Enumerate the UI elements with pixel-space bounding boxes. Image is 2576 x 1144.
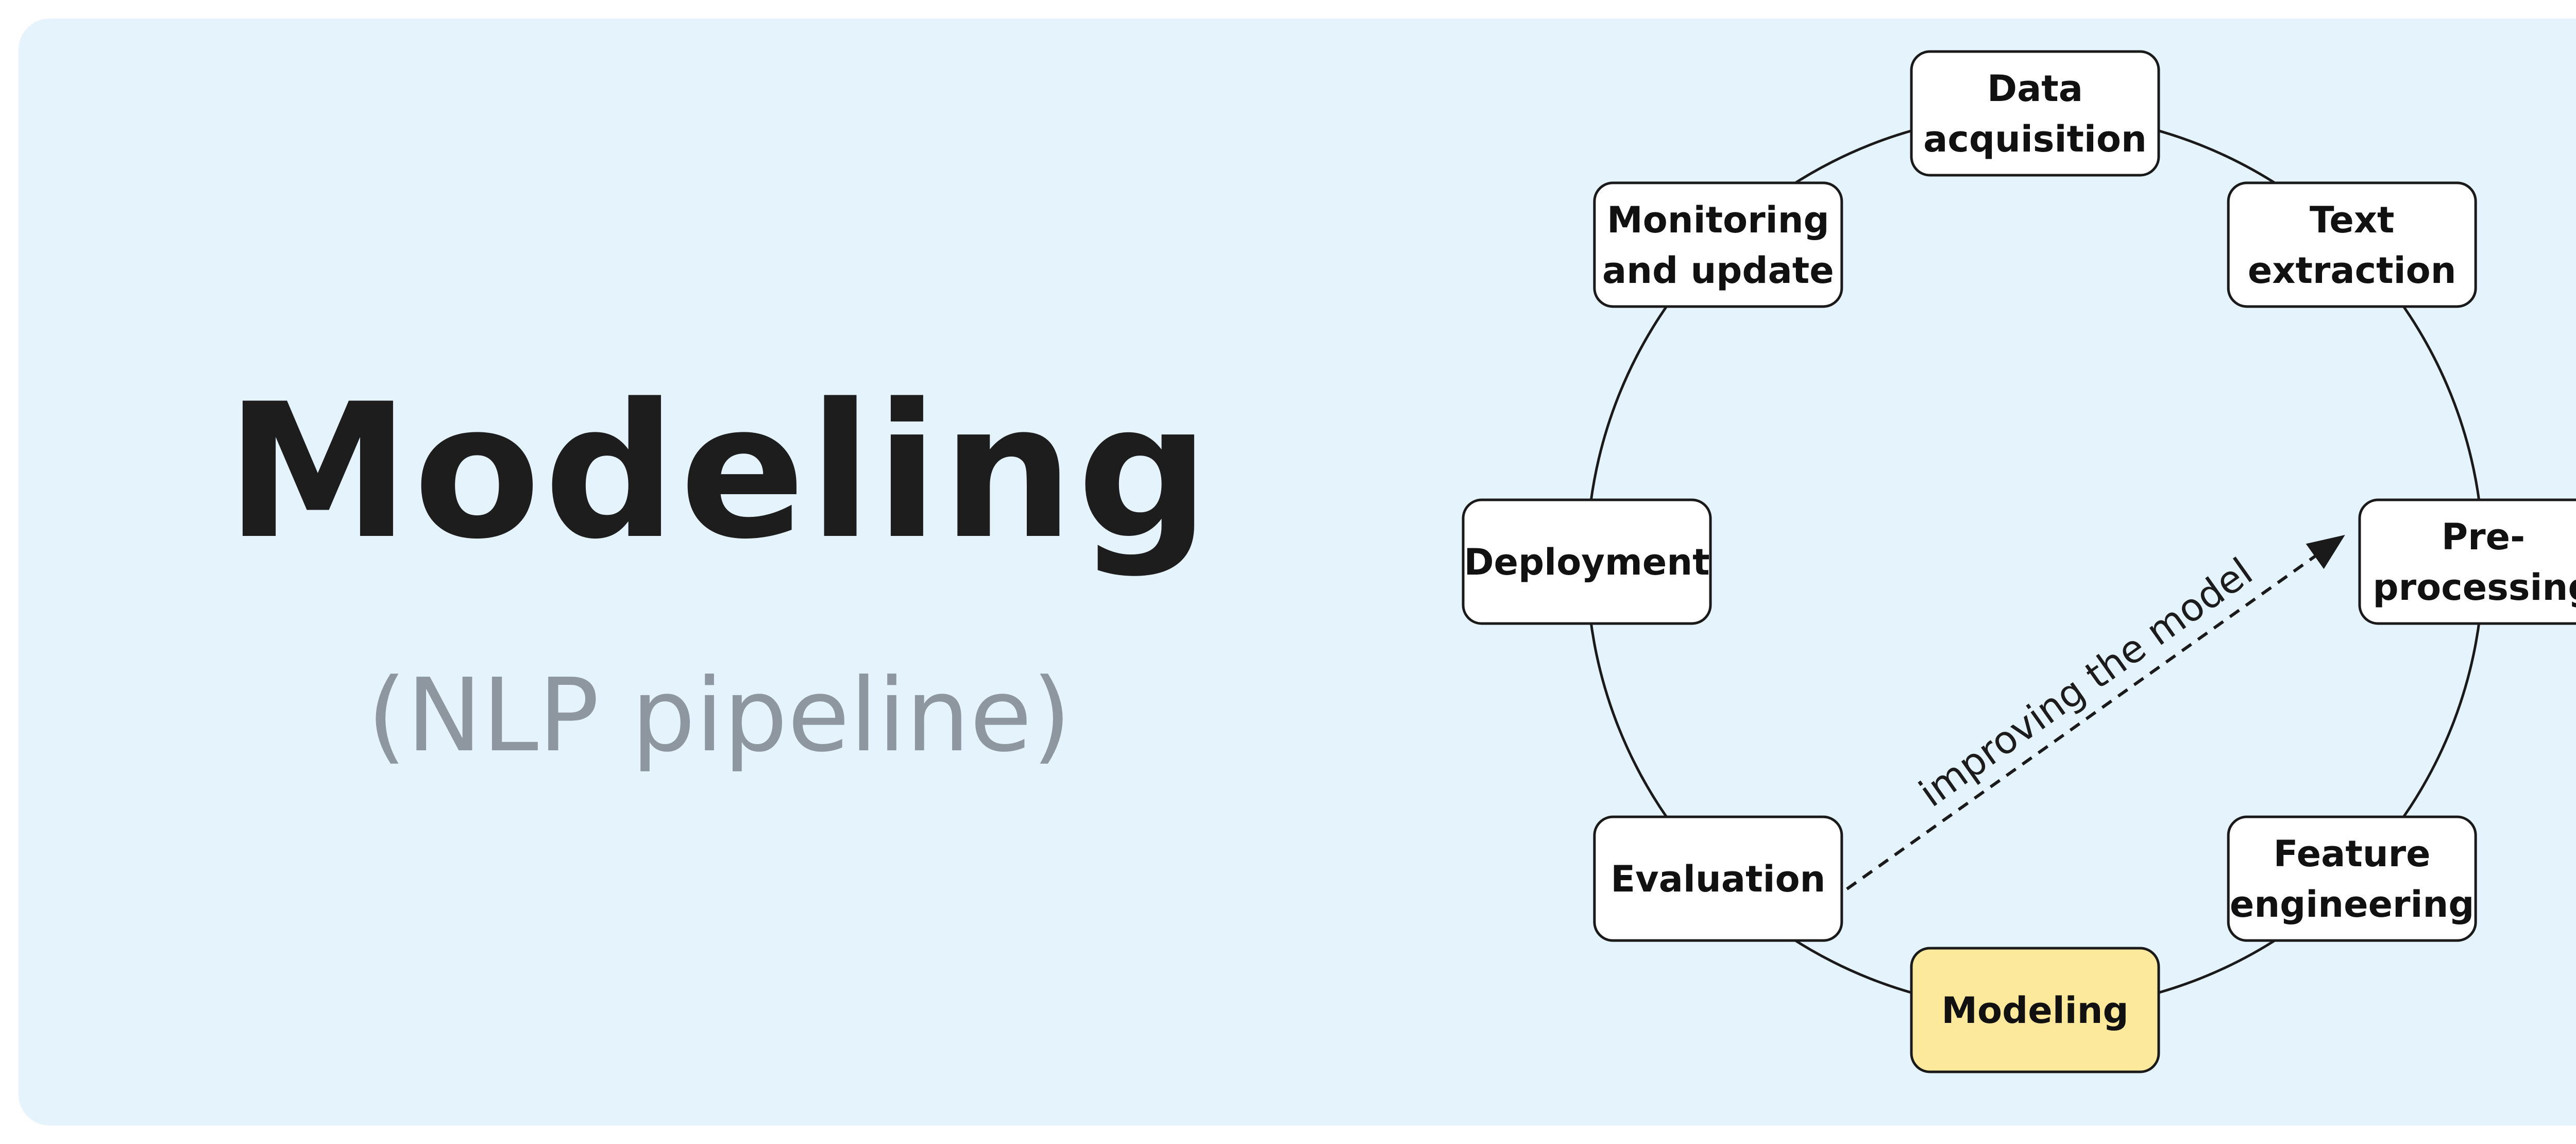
node-box-monitoring-and-update bbox=[1593, 181, 1843, 308]
node-label-feature-engineering: engineering bbox=[2230, 883, 2475, 926]
node-label-pre-processing: Pre- bbox=[2442, 516, 2525, 558]
node-label-monitoring-and-update: and update bbox=[1602, 249, 1834, 292]
feedback-arrow-label: improving the model bbox=[1911, 549, 2261, 816]
node-box-pre-processing bbox=[2358, 498, 2576, 625]
node-evaluation: Evaluation bbox=[1593, 815, 1843, 942]
node-box-feature-engineering bbox=[2227, 815, 2477, 942]
node-text-extraction: Text extraction bbox=[2227, 181, 2477, 308]
diagram-card: Modeling (NLP pipeline) bbox=[19, 19, 2576, 1125]
node-box-deployment bbox=[1462, 498, 1712, 625]
node-feature-engineering: Feature engineering bbox=[2227, 815, 2477, 942]
node-label-modeling: Modeling bbox=[1941, 989, 2128, 1032]
node-monitoring-and-update: Monitoring and update bbox=[1593, 181, 1843, 308]
node-deployment: Deployment bbox=[1462, 498, 1712, 625]
page-title: Modeling bbox=[225, 364, 1213, 580]
node-label-evaluation: Evaluation bbox=[1611, 858, 1825, 900]
node-label-pre-processing: processing bbox=[2373, 566, 2576, 609]
node-box-modeling bbox=[1910, 947, 2160, 1073]
node-label-text-extraction: Text bbox=[2310, 199, 2395, 241]
node-label-data-acquisition: Data bbox=[1987, 68, 2083, 110]
node-box-text-extraction bbox=[2227, 181, 2477, 308]
node-label-text-extraction: extraction bbox=[2248, 249, 2456, 292]
page-subtitle: (NLP pipeline) bbox=[367, 657, 1072, 775]
node-box-data-acquisition bbox=[1910, 50, 2160, 177]
node-label-deployment: Deployment bbox=[1464, 541, 1709, 583]
node-data-acquisition: Data acquisition bbox=[1910, 50, 2160, 177]
node-box-evaluation bbox=[1593, 815, 1843, 942]
feedback-arrow-line bbox=[1846, 535, 2345, 890]
node-label-feature-engineering: Feature bbox=[2274, 833, 2431, 875]
node-modeling: Modeling bbox=[1910, 947, 2160, 1073]
node-label-data-acquisition: acquisition bbox=[1923, 118, 2147, 160]
node-label-monitoring-and-update: Monitoring bbox=[1607, 199, 1829, 241]
node-pre-processing: Pre-processing bbox=[2358, 498, 2576, 625]
